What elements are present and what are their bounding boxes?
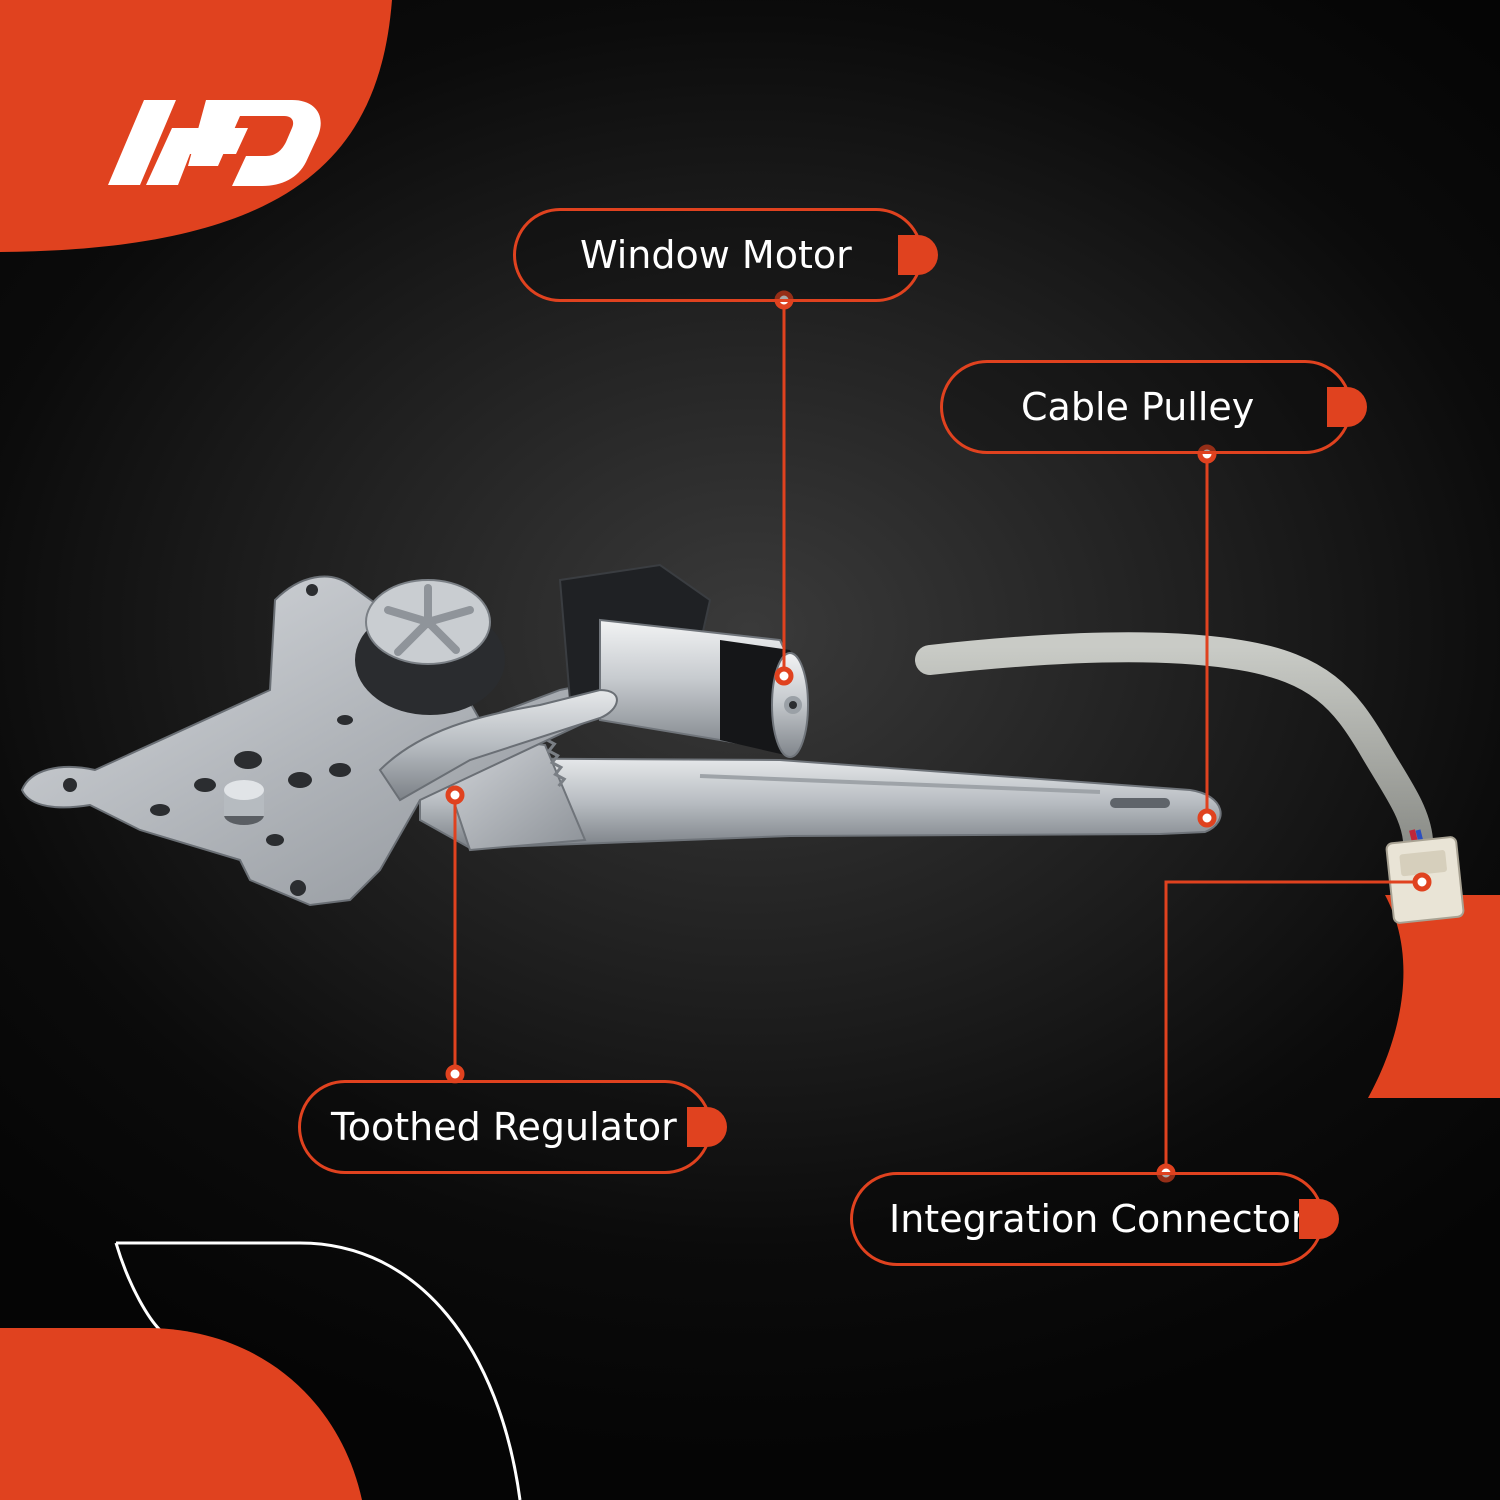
callout-cap-icon: [898, 235, 938, 275]
callout-label: Integration Connector: [889, 1197, 1307, 1241]
callout-cable-pulley: Cable Pulley: [940, 360, 1367, 454]
cable-pulley-dot: [1197, 444, 1217, 464]
callout-toothed-regulator: Toothed Regulator: [298, 1080, 727, 1174]
callout-window-motor: Window Motor: [513, 208, 938, 302]
logo-mark-icon: [108, 100, 321, 186]
callout-label: Toothed Regulator: [331, 1105, 677, 1149]
upper-bracket: [378, 688, 618, 802]
mounting-plate: [20, 575, 601, 907]
bottom-left-outline-arc: [116, 1241, 522, 1500]
cable-sheath: [915, 632, 1433, 855]
regulator-arm: [419, 756, 1222, 850]
motor-body: [558, 563, 809, 758]
right-edge-shape: [1368, 895, 1500, 1098]
gear-housing: [355, 579, 505, 715]
callout-cap-icon: [1327, 387, 1367, 427]
callout-label: Window Motor: [580, 233, 852, 277]
plate-holes: [63, 584, 353, 896]
bottom-left-brand-shape: [0, 1328, 362, 1500]
top-left-brand-shape: [0, 0, 392, 252]
toothed-regulator-dot: [445, 785, 465, 805]
callout-cap-icon: [1299, 1199, 1339, 1239]
callout-integration-connector: Integration Connector: [850, 1172, 1339, 1266]
callout-label: Cable Pulley: [1021, 385, 1255, 429]
integration-connector-dot: [1412, 872, 1432, 892]
callout-cap-icon: [687, 1107, 727, 1147]
